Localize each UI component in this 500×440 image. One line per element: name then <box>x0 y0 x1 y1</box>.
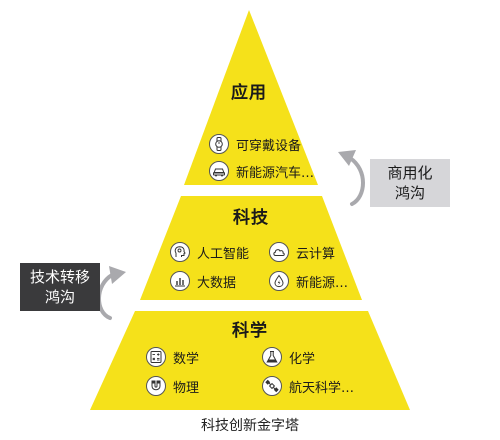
pyramid-tier-science <box>90 311 410 410</box>
tech-transfer-arrow-icon <box>97 266 126 320</box>
magnet-icon <box>146 376 166 396</box>
cloud-icon <box>269 242 289 262</box>
item-label: 云计算 <box>296 246 336 262</box>
list-item: 云计算 <box>269 241 335 263</box>
calculator-icon <box>146 347 166 367</box>
flask-icon <box>262 347 282 367</box>
list-item: 数学 <box>146 346 199 368</box>
list-item: 大数据 <box>170 270 236 292</box>
item-label: 物理 <box>173 380 200 396</box>
gap-label-line1: 商用化 <box>387 164 433 182</box>
list-item: 新能源… <box>269 270 348 292</box>
item-label: 化学 <box>289 351 316 367</box>
item-label: 人工智能 <box>197 246 250 262</box>
gap-label-line2: 鸿沟 <box>44 288 75 306</box>
list-item: 化学 <box>262 346 315 368</box>
list-item: 物理 <box>146 375 199 397</box>
list-item: 新能源汽车… <box>209 160 314 182</box>
satellite-icon <box>262 376 282 396</box>
list-item: 人工智能 <box>170 241 249 263</box>
tier-title-apps: 应用 <box>231 83 267 103</box>
energy-drop-icon <box>269 271 289 291</box>
item-label: 新能源… <box>296 275 349 291</box>
pyramid-tier-tech <box>140 196 362 300</box>
car-icon <box>209 161 229 181</box>
commercialization-gap-label: 商用化 鸿沟 <box>370 159 450 207</box>
item-label: 航天科学… <box>289 380 355 396</box>
tier-title-tech: 科技 <box>233 208 269 228</box>
diagram-caption: 科技创新金字塔 <box>201 418 299 434</box>
tier-title-science: 科学 <box>232 321 268 341</box>
ai-head-icon <box>170 242 190 262</box>
item-label: 数学 <box>173 351 200 367</box>
item-label: 可穿戴设备 <box>236 138 302 154</box>
gap-label-line2: 鸿沟 <box>394 184 425 202</box>
bar-chart-icon <box>170 271 190 291</box>
watch-icon <box>209 134 229 154</box>
gap-label-line1: 技术转移 <box>29 268 90 286</box>
list-item: 可穿戴设备 <box>209 133 301 155</box>
list-item: 航天科学… <box>262 375 354 397</box>
commercialization-arrow-icon <box>338 150 365 206</box>
item-label: 大数据 <box>197 275 237 291</box>
tech-transfer-gap-label: 技术转移 鸿沟 <box>20 263 100 311</box>
item-label: 新能源汽车… <box>236 165 315 181</box>
